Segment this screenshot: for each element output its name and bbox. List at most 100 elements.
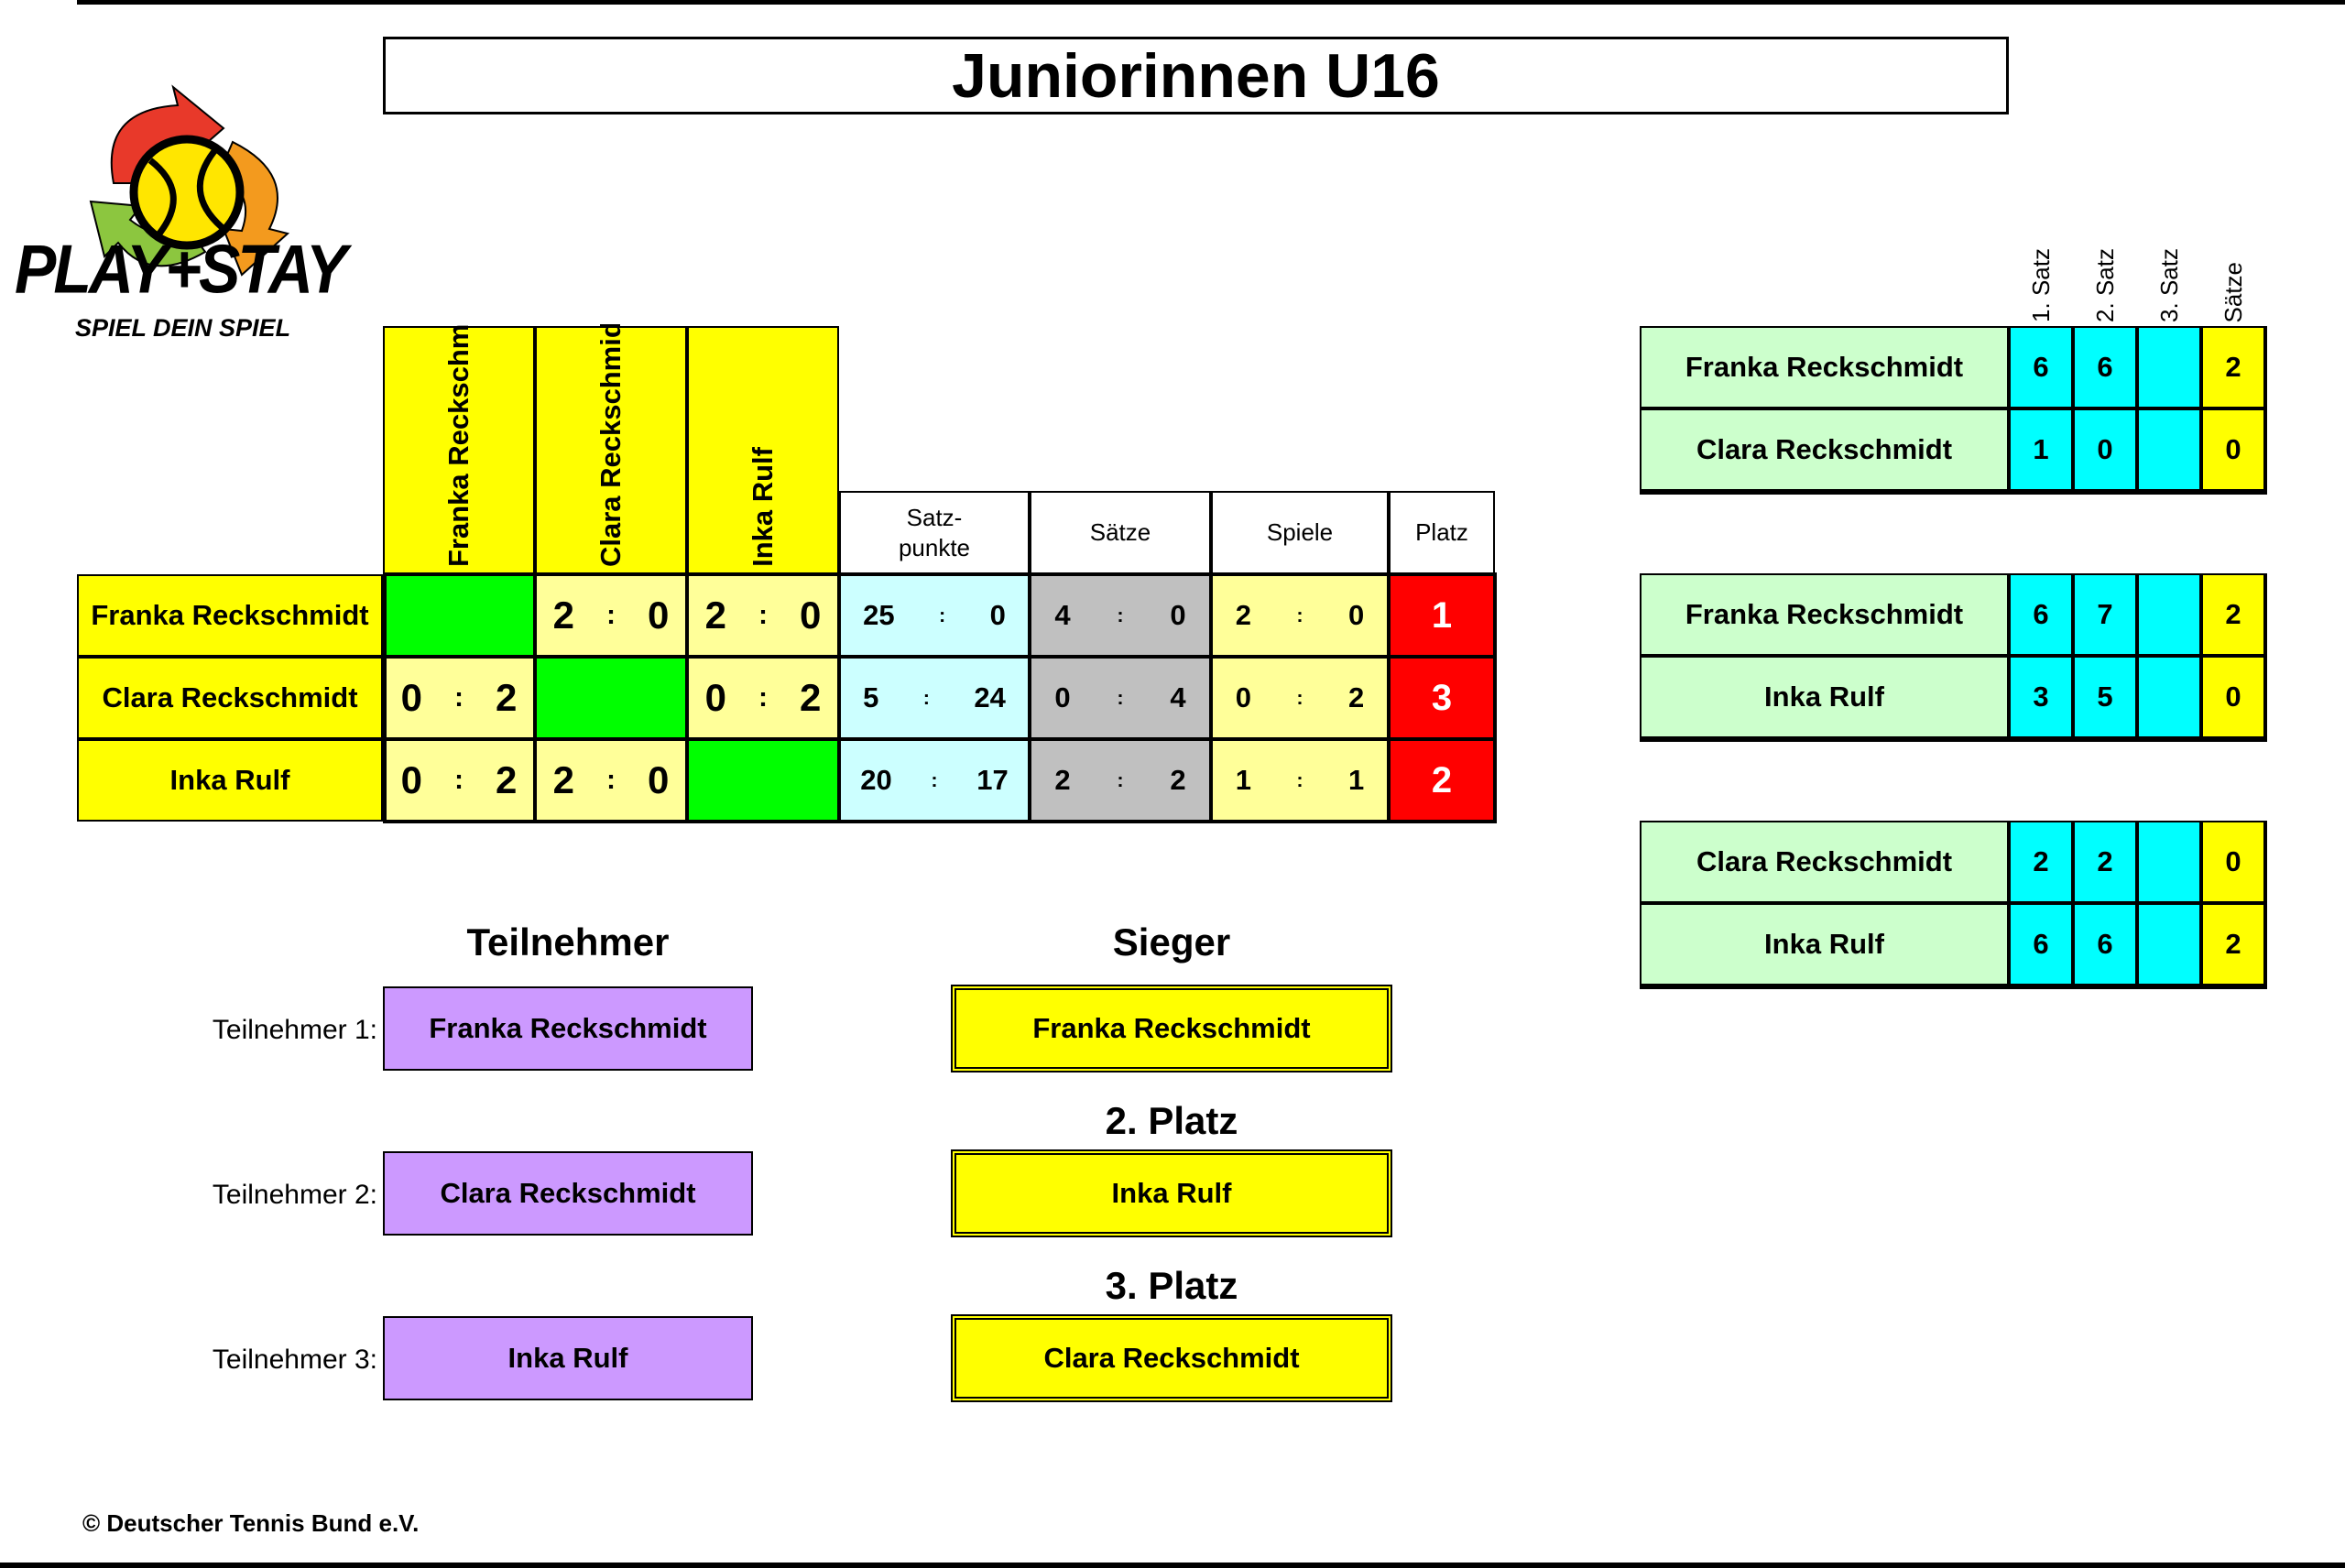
logo-brand: PLAY+STAY: [15, 231, 347, 308]
match-set-value: 2: [2033, 845, 2049, 877]
result-right: 0: [648, 758, 670, 801]
match-player-name: Inka Rulf: [1640, 903, 2009, 985]
matrix-row-header-label: Inka Rulf: [169, 764, 290, 796]
saetze-right: 2: [1170, 764, 1186, 796]
spiele-left: 2: [1235, 599, 1251, 631]
matrix-row-header-label: Franka Reckschmidt: [91, 599, 369, 631]
match-set-score: 5: [2073, 656, 2137, 738]
matrix-stat-header-spiele: Spiele: [1211, 491, 1389, 574]
match-set-value: 6: [2097, 928, 2113, 960]
matrix-row-header: Franka Reckschmidt: [77, 574, 383, 657]
match-set-value: 6: [2033, 928, 2049, 960]
match-player-label: Franka Reckschmidt: [1685, 351, 1964, 383]
participant-box: Inka Rulf: [383, 1316, 753, 1400]
match-saetze-total: 0: [2201, 821, 2265, 903]
tennis-ball-arrows-icon: [89, 84, 290, 277]
match-player-name: Franka Reckschmidt: [1640, 326, 2009, 408]
winner-box: Franka Reckschmidt: [951, 985, 1392, 1073]
spiele-right: 1: [1348, 764, 1365, 796]
spiele-left: 0: [1235, 681, 1251, 713]
matrix-result-cell: 0 : 2: [383, 739, 535, 822]
matrix-spiele-cell: 1 : 1: [1211, 739, 1389, 822]
match-set-value: 5: [2097, 681, 2113, 713]
matrix-result-cell: 2 : 0: [535, 739, 687, 822]
result-right: 2: [800, 676, 822, 719]
saetze-left: 0: [1054, 681, 1071, 713]
copyright: © Deutscher Tennis Bund e.V.: [82, 1509, 420, 1537]
match-set-value: 6: [2033, 351, 2049, 383]
satzpunkte-right: 24: [974, 681, 1006, 713]
set-column-header-label: 2. Satz: [2090, 248, 2119, 322]
result-right: 0: [648, 593, 670, 637]
result-left: 0: [704, 676, 726, 719]
match-saetze-total: 2: [2201, 573, 2265, 656]
spiele-right: 2: [1348, 681, 1365, 713]
match-player-label: Clara Reckschmidt: [1696, 433, 1953, 465]
match-player-label: Clara Reckschmidt: [1696, 845, 1953, 877]
set-column-header-label: 3. Satz: [2154, 248, 2183, 322]
match-saetze-value: 0: [2225, 845, 2241, 877]
set-column-header: 3. Satz: [2137, 220, 2201, 322]
second-place-box: Inka Rulf: [951, 1149, 1392, 1237]
platz-value: 2: [1431, 759, 1453, 800]
matrix-col-header: Clara Reckschmidt: [535, 324, 687, 574]
match-set-score: 6: [2009, 903, 2073, 985]
match-saetze-value: 0: [2225, 681, 2241, 713]
match-set-score: 1: [2009, 408, 2073, 491]
result-left: 2: [552, 758, 574, 801]
match-set-score: [2137, 656, 2201, 738]
match-set-value: 3: [2033, 681, 2049, 713]
satzpunkte-left: 20: [860, 764, 892, 796]
match-set-value: 0: [2097, 433, 2113, 465]
set-column-header: Sätze: [2201, 220, 2265, 323]
saetze-left: 4: [1054, 599, 1071, 631]
saetze-right: 0: [1170, 599, 1186, 631]
matrix-spiele-cell: 0 : 2: [1211, 657, 1389, 739]
match-set-score: 3: [2009, 656, 2073, 738]
play-stay-logo: PLAY+STAY SPIEL DEIN SPIEL: [13, 55, 370, 348]
match-set-score: 2: [2073, 821, 2137, 903]
match-saetze-value: 2: [2225, 598, 2241, 630]
match-set-score: [2137, 903, 2201, 985]
match-set-value: 7: [2097, 598, 2113, 630]
matrix-self-cell: [535, 657, 687, 739]
second-place-title: 2. Platz: [1105, 1099, 1238, 1142]
match-set-value: 6: [2097, 351, 2113, 383]
matrix-stat-header-label: Satz- punkte: [898, 504, 971, 561]
match-set-score: [2137, 326, 2201, 408]
matrix-row-header: Inka Rulf: [77, 739, 383, 822]
match-set-score: [2137, 573, 2201, 656]
page-title: Juniorinnen U16: [383, 37, 2009, 114]
match-set-score: 6: [2073, 903, 2137, 985]
match-saetze-value: 0: [2225, 433, 2241, 465]
matrix-saetze-cell: 4 : 0: [1030, 574, 1211, 657]
matrix-saetze-cell: 0 : 4: [1030, 657, 1211, 739]
match-saetze-total: 0: [2201, 408, 2265, 491]
participant-box: Franka Reckschmidt: [383, 986, 753, 1071]
matrix-stat-header-label: Sätze: [1089, 518, 1151, 547]
saetze-right: 4: [1170, 681, 1186, 713]
match-set-score: 6: [2009, 573, 2073, 656]
match-set-score: 2: [2009, 821, 2073, 903]
set-column-header-label: 1. Satz: [2026, 248, 2055, 322]
third-place-title: 3. Platz: [1105, 1264, 1238, 1307]
match-saetze-total: 2: [2201, 326, 2265, 408]
match-player-label: Franka Reckschmidt: [1685, 598, 1964, 630]
matrix-stat-header-saetze: Sätze: [1030, 491, 1211, 574]
matrix-row-header: Clara Reckschmidt: [77, 657, 383, 739]
matrix-col-header-label: Clara Reckschmidt: [594, 324, 627, 567]
matrix-stat-header-satzpunkte: Satz- punkte: [839, 491, 1030, 574]
satzpunkte-right: 17: [976, 764, 1009, 796]
matrix-satzpunkte-cell: 5 : 24: [839, 657, 1030, 739]
result-right: 0: [800, 593, 822, 637]
match-set-score: 6: [2073, 326, 2137, 408]
matrix-result-cell: 2 : 0: [687, 574, 839, 657]
result-right: 2: [496, 758, 518, 801]
result-left: 2: [704, 593, 726, 637]
matrix-spiele-cell: 2 : 0: [1211, 574, 1389, 657]
top-border-line: [77, 0, 2345, 5]
satzpunkte-right: 0: [989, 599, 1006, 631]
match-set-value: 1: [2033, 433, 2049, 465]
match-set-score: 7: [2073, 573, 2137, 656]
result-left: 0: [400, 758, 422, 801]
